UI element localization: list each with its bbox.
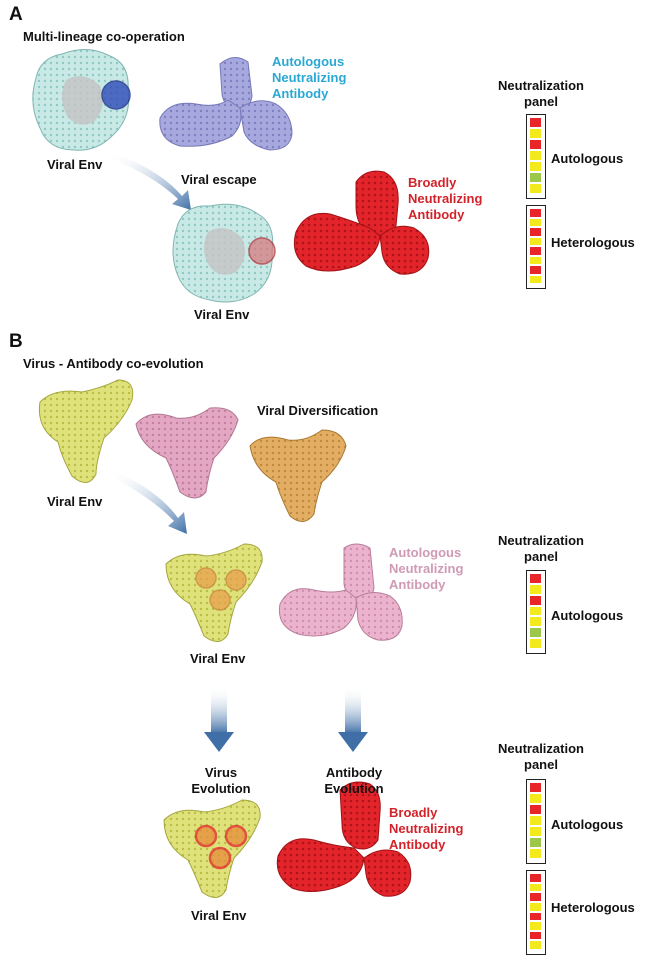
neut-cell-yellow	[530, 849, 541, 858]
viral-diversification-label: Viral Diversification	[257, 403, 379, 418]
neut-cell-red	[530, 574, 541, 583]
autologous-label-a: Autologous	[551, 151, 624, 166]
heterologous-label-b2: Heterologous	[551, 900, 635, 915]
neutralization-panel-title-b1: Neutralization panel	[498, 533, 584, 564]
neut-cell-yellow	[530, 218, 541, 226]
neut-cell-red	[530, 228, 541, 236]
neut-cell-yellow	[530, 816, 541, 825]
neut-cell-yellow	[530, 162, 541, 171]
epitope-red-circles	[194, 824, 248, 870]
neut-cell-yellow	[530, 941, 541, 949]
neut-cell-yellow	[530, 184, 541, 193]
neut-cell-yellow	[530, 902, 541, 911]
neut-cell-yellow	[530, 275, 541, 283]
env-protein-b-bottom	[163, 799, 261, 898]
neut-cell-green	[530, 838, 541, 847]
antibody-autologous-a	[159, 57, 293, 151]
down-arrow-antibody-icon	[338, 688, 368, 752]
down-arrow-virus-icon	[204, 688, 234, 752]
neut-panel-b2-heterologous	[526, 870, 546, 955]
panel-b-title: Virus - Antibody co-evolution	[23, 356, 204, 371]
env-label-b-top: Viral Env	[47, 494, 103, 509]
heterologous-label-a: Heterologous	[551, 235, 635, 250]
env-protein-a-bottom	[172, 203, 274, 303]
env-label-a-bottom: Viral Env	[194, 307, 250, 322]
neut-panel-a-autologous	[526, 114, 546, 199]
viral-escape-label: Viral escape	[181, 172, 257, 187]
neut-cell-red	[530, 893, 541, 901]
neut-cell-yellow	[530, 237, 541, 245]
neut-cell-red	[530, 805, 541, 814]
neut-cell-red	[530, 209, 541, 217]
panel-b-letter: B	[9, 331, 23, 352]
antibody-autologous-b	[278, 543, 403, 641]
neut-cell-red	[530, 783, 541, 792]
autologous-label-b1: Autologous	[551, 608, 624, 623]
panel-a-letter: A	[9, 4, 23, 25]
curved-arrow-a-icon	[110, 152, 191, 210]
autologous-label-b2: Autologous	[551, 817, 624, 832]
env-protein-b-top	[38, 379, 134, 483]
env-protein-orange	[249, 429, 347, 522]
broad-antibody-label-a: Broadly Neutralizing Antibody	[408, 175, 483, 222]
neut-cell-yellow	[530, 639, 541, 648]
neut-cell-red	[530, 931, 541, 940]
neut-cell-yellow	[530, 151, 541, 160]
env-label-a-top: Viral Env	[47, 157, 103, 172]
neut-cell-red	[530, 912, 541, 921]
neut-cell-yellow	[530, 584, 541, 594]
neut-cell-red	[530, 118, 541, 127]
neut-cell-red	[530, 874, 541, 882]
epitope-orange-circles	[195, 567, 247, 611]
epitope-blue-circle	[101, 80, 131, 110]
env-label-b-bottom: Viral Env	[191, 908, 247, 923]
neut-cell-red	[530, 266, 541, 274]
neut-cell-yellow	[530, 606, 541, 616]
neut-cell-green	[530, 628, 541, 638]
neut-panel-b1-autologous	[526, 570, 546, 654]
neutralization-panel-title-b2: Neutralization panel	[498, 741, 584, 772]
curved-arrow-b-icon	[110, 470, 187, 534]
neut-cell-yellow	[530, 617, 541, 627]
neut-cell-red	[530, 247, 541, 255]
virus-evolution-label: Virus Evolution	[191, 765, 251, 796]
antibody-broad-a	[293, 170, 430, 275]
antibody-broad-b	[276, 781, 412, 897]
neut-panel-b2-autologous	[526, 779, 546, 864]
panel-a-title: Multi-lineage co-operation	[23, 29, 185, 44]
neut-cell-yellow	[530, 827, 541, 836]
neut-panel-a-heterologous	[526, 205, 546, 289]
broad-antibody-label-b: Broadly Neutralizing Antibody	[389, 805, 464, 852]
neut-cell-yellow	[530, 883, 541, 892]
env-protein-pink	[135, 407, 239, 499]
env-label-b-middle: Viral Env	[190, 651, 246, 666]
neut-cell-yellow	[530, 256, 541, 264]
autologous-antibody-label-b: Autologous Neutralizing Antibody	[389, 545, 464, 592]
antibody-evolution-label: Antibody Evolution	[324, 765, 384, 796]
neut-cell-yellow	[530, 129, 541, 138]
neut-cell-red	[530, 140, 541, 149]
env-protein-a-top	[32, 49, 130, 151]
neut-cell-green	[530, 173, 541, 182]
neutralization-panel-title-a: Neutralization panel	[498, 78, 584, 109]
neut-cell-yellow	[530, 794, 541, 803]
epitope-red-circle	[248, 237, 276, 265]
neut-cell-yellow	[530, 922, 541, 930]
autologous-antibody-label-a: Autologous Neutralizing Antibody	[272, 54, 347, 101]
neut-cell-red	[530, 595, 541, 605]
